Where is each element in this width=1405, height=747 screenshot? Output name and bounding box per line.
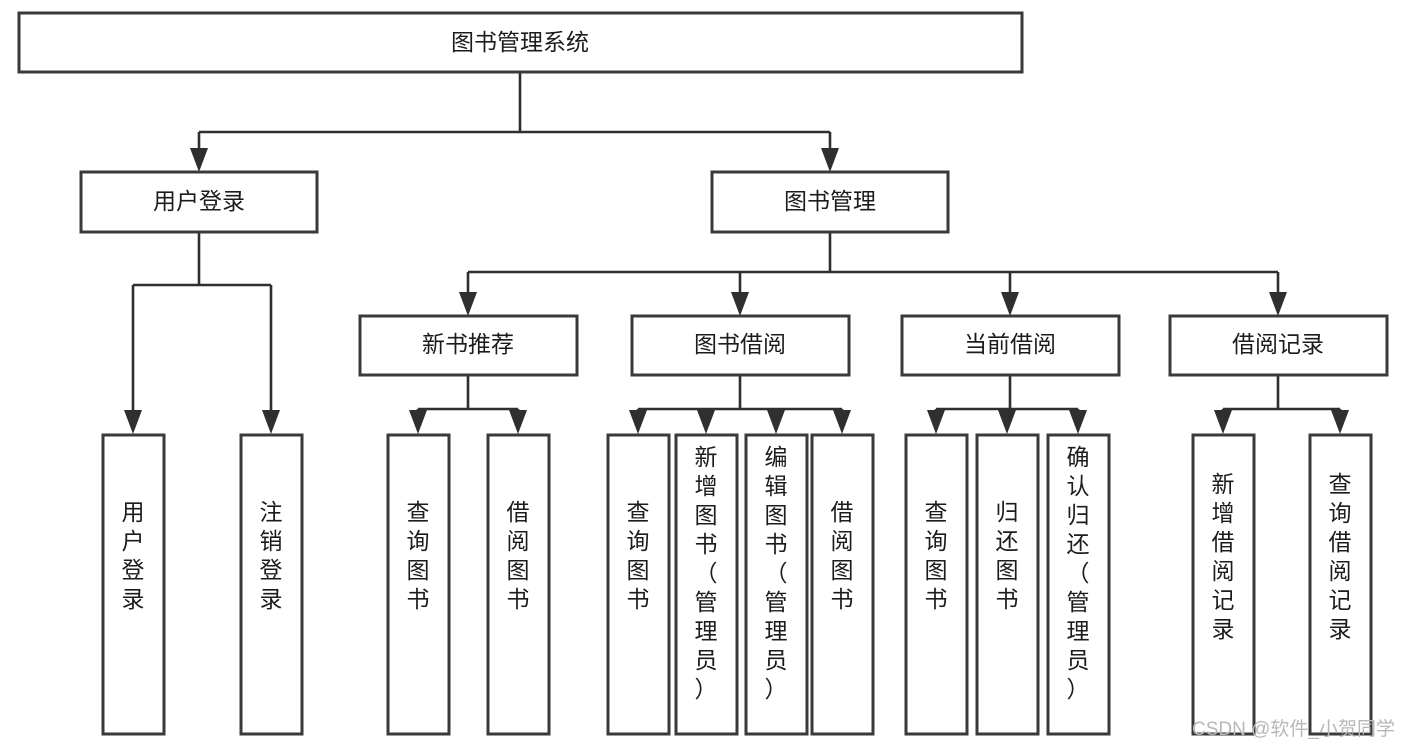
node-leaf-query-book-2[interactable]: 查询图书 [606, 433, 671, 736]
node-book-manage[interactable]: 图书管理 [710, 170, 950, 234]
connector-new-book-rec-bus [416, 375, 520, 414]
node-leaf-query-book-1-box[interactable] [386, 433, 451, 736]
node-leaf-return-book-box[interactable] [975, 433, 1040, 736]
node-leaf-add-borrow-record-box[interactable] [1191, 433, 1256, 736]
node-leaf-add-book-admin-label: 新增图书（管理员） [695, 444, 718, 702]
arrow-to-leaf-return-book [998, 410, 1016, 434]
arrow-to-leaf-borrow-book-1 [509, 410, 527, 434]
arrow-to-leaf-borrow-book-2 [833, 410, 851, 434]
node-user-login[interactable]: 用户登录 [79, 170, 319, 234]
node-leaf-edit-book-admin[interactable]: 编辑图书（管理员） [744, 433, 809, 736]
node-leaf-user-logout-box[interactable] [239, 433, 304, 736]
node-book-borrow-box[interactable] [630, 314, 851, 377]
node-leaf-query-book-1[interactable]: 查询图书 [386, 433, 451, 736]
node-leaf-borrow-book-2-label: 借阅图书 [831, 499, 854, 612]
arrow-to-leaf-query-book-1 [409, 410, 427, 434]
arrow-to-book-manage [821, 148, 839, 172]
node-leaf-borrow-book-2-box[interactable] [810, 433, 875, 736]
arrow-to-leaf-query-book-2 [629, 410, 647, 434]
arrow-to-current-borrow [1001, 292, 1019, 316]
node-leaf-query-book-3[interactable]: 查询图书 [904, 433, 969, 736]
node-new-book-rec-label: 新书推荐 [422, 331, 514, 357]
node-leaf-query-book-3-label: 查询图书 [925, 499, 948, 612]
node-leaf-return-book-label: 归还图书 [996, 499, 1019, 612]
node-book-manage-box[interactable] [710, 170, 950, 234]
node-leaf-query-borrow-record-label: 查询借阅记录 [1329, 471, 1352, 642]
connector-current-borrow-bus [934, 375, 1080, 414]
arrow-to-leaf-query-borrow-record [1331, 410, 1349, 434]
node-leaf-user-login-label: 用户登录 [122, 499, 145, 612]
node-user-login-label: 用户登录 [153, 188, 245, 214]
node-leaf-query-book-2-label: 查询图书 [627, 499, 650, 612]
node-borrow-record[interactable]: 借阅记录 [1168, 314, 1389, 377]
node-leaf-query-book-2-box[interactable] [606, 433, 671, 736]
node-leaf-user-logout[interactable]: 注销登录 [239, 433, 304, 736]
node-leaf-user-login-box[interactable] [101, 433, 166, 736]
connector-book-borrow-bus [636, 375, 844, 414]
node-leaf-borrow-book-2[interactable]: 借阅图书 [810, 433, 875, 736]
arrow-to-leaf-add-book-admin [697, 410, 715, 434]
node-leaf-borrow-book-1[interactable]: 借阅图书 [486, 433, 551, 736]
arrow-to-new-book-rec [459, 292, 477, 316]
node-new-book-rec[interactable]: 新书推荐 [358, 314, 579, 377]
node-leaf-add-borrow-record-label: 新增借阅记录 [1212, 471, 1235, 642]
node-leaf-borrow-book-1-label: 借阅图书 [507, 499, 530, 612]
node-leaf-add-book-admin[interactable]: 新增图书（管理员） [674, 433, 739, 736]
node-book-borrow[interactable]: 图书借阅 [630, 314, 851, 377]
node-new-book-rec-box[interactable] [358, 314, 579, 377]
node-leaf-confirm-return-admin-box[interactable] [1046, 433, 1111, 736]
arrow-to-leaf-confirm-return-admin [1069, 410, 1087, 434]
arrow-to-leaf-user-logout [262, 410, 280, 434]
connector-user-login-bus [131, 232, 273, 412]
node-leaf-add-borrow-record[interactable]: 新增借阅记录 [1191, 433, 1256, 736]
node-leaf-query-borrow-record-box[interactable] [1308, 433, 1373, 736]
node-current-borrow-box[interactable] [900, 314, 1121, 377]
node-leaf-query-book-3-box[interactable] [904, 433, 969, 736]
csdn-watermark: CSDN @软件_小贺同学 [1192, 718, 1395, 740]
node-root[interactable]: 图书管理系统 [17, 11, 1024, 74]
connector-layer [124, 72, 1349, 434]
connector-borrow-record-bus [1221, 375, 1342, 414]
node-leaf-confirm-return-admin[interactable]: 确认归还（管理员） [1046, 433, 1111, 736]
arrow-to-leaf-add-borrow-record [1214, 410, 1232, 434]
node-borrow-record-label: 借阅记录 [1232, 331, 1324, 357]
node-leaf-query-book-1-label: 查询图书 [407, 499, 430, 612]
node-current-borrow-label: 当前借阅 [964, 331, 1056, 357]
node-leaf-borrow-book-1-box[interactable] [486, 433, 551, 736]
node-user-login-box[interactable] [79, 170, 319, 234]
arrow-to-leaf-user-login [124, 410, 142, 434]
node-root-label: 图书管理系统 [451, 29, 589, 55]
node-leaf-add-book-admin-box[interactable] [674, 433, 739, 736]
leaf-nodes-layer: 用户登录 注销登录 查询图书 借阅图书 查询图书 新增图书（管理员） 编辑图书（… [101, 433, 1373, 736]
node-leaf-edit-book-admin-label: 编辑图书（管理员） [765, 444, 788, 702]
arrow-to-leaf-query-book-3 [927, 410, 945, 434]
node-leaf-user-logout-label: 注销登录 [260, 499, 283, 612]
connector-book-manage-bus [466, 232, 1280, 292]
node-leaf-query-borrow-record[interactable]: 查询借阅记录 [1308, 433, 1373, 736]
node-current-borrow[interactable]: 当前借阅 [900, 314, 1121, 377]
node-root-box[interactable] [17, 11, 1024, 74]
node-book-borrow-label: 图书借阅 [694, 331, 786, 357]
node-leaf-edit-book-admin-box[interactable] [744, 433, 809, 736]
node-borrow-record-box[interactable] [1168, 314, 1389, 377]
arrow-to-borrow-record [1269, 292, 1287, 316]
connector-root-bus [197, 72, 832, 152]
arrow-to-leaf-edit-book-admin [767, 410, 785, 434]
node-leaf-confirm-return-admin-label: 确认归还（管理员） [1067, 444, 1090, 702]
node-book-manage-label: 图书管理 [784, 188, 876, 214]
node-leaf-user-login[interactable]: 用户登录 [101, 433, 166, 736]
node-leaf-return-book[interactable]: 归还图书 [975, 433, 1040, 736]
arrow-to-user-login [190, 148, 208, 172]
arrow-to-book-borrow [731, 292, 749, 316]
